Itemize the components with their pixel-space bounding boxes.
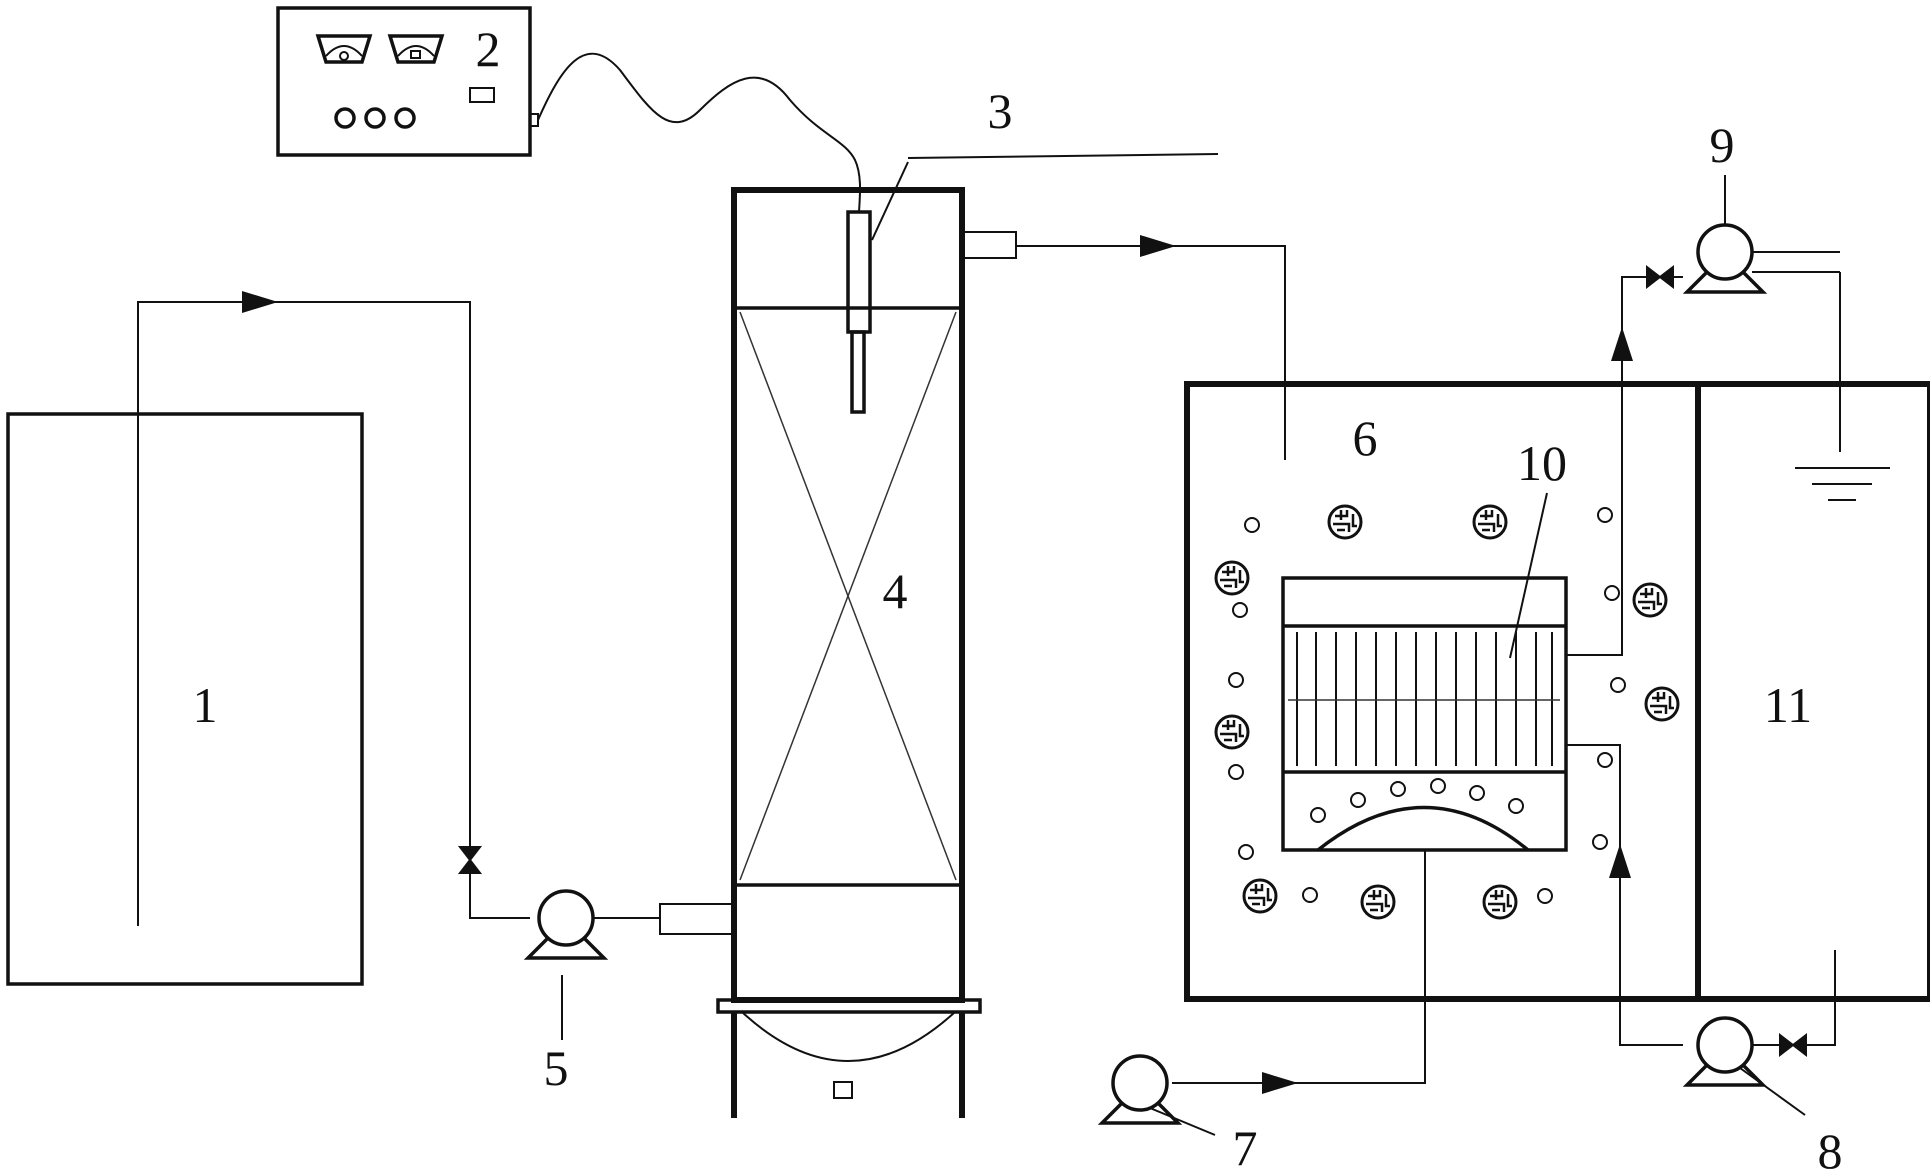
cable (537, 52, 862, 213)
pump-icon (1685, 223, 1765, 294)
flow-arrow-icon (1611, 327, 1633, 361)
air-line (1172, 850, 1426, 1094)
label-8: 8 (1818, 1123, 1843, 1175)
pump-icon (1100, 1054, 1180, 1125)
label-11: 11 (1764, 677, 1812, 733)
label-7: 7 (1233, 1120, 1258, 1175)
flow-arrow-icon (242, 291, 278, 313)
valve-icon (1779, 1034, 1807, 1056)
reactor-column-4: 4 (716, 187, 1017, 1118)
flow-arrow-icon (1140, 235, 1176, 257)
flow-arrow-icon (1609, 844, 1631, 878)
membrane-module-10: 10 (1281, 435, 1568, 852)
pump-8: 8 (1685, 1016, 1843, 1175)
valve-icon (459, 846, 481, 874)
label-2: 2 (476, 21, 501, 77)
feed-pipe (137, 291, 530, 926)
effluent-pipe (1016, 235, 1286, 460)
electrode-3: 3 (846, 83, 1219, 414)
suspended-particles (1214, 504, 1680, 920)
pump-7: 7 (1100, 1054, 1258, 1175)
valve-icon (1646, 266, 1674, 288)
permeate-line (1566, 266, 1683, 656)
feed-tank-1: 1 (6, 412, 364, 986)
flow-arrow-icon (1262, 1072, 1298, 1094)
pump-icon (1685, 1016, 1765, 1087)
membrane-tank-6: 6 11 (1184, 381, 1930, 1002)
pump-icon (526, 889, 606, 960)
gauge-icon (387, 34, 445, 64)
return-line (1566, 744, 1836, 1056)
label-5: 5 (544, 1040, 569, 1096)
label-9: 9 (1710, 117, 1735, 173)
pump-9: 9 (1685, 117, 1841, 452)
controller-2: 2 (276, 6, 539, 157)
label-10: 10 (1517, 435, 1567, 491)
label-4: 4 (883, 563, 908, 619)
label-3: 3 (988, 83, 1013, 139)
label-1: 1 (193, 677, 218, 733)
pump-5: 5 (526, 889, 733, 1096)
label-6: 6 (1353, 410, 1378, 466)
gauge-icon (315, 34, 373, 64)
